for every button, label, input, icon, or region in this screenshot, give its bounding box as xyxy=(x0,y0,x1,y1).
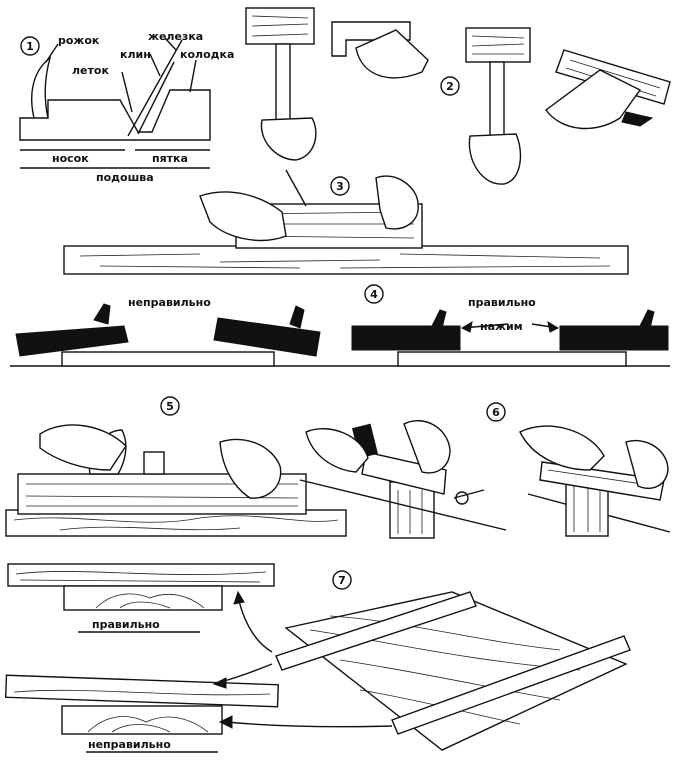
plane-4-wrong-right-horn xyxy=(289,305,305,329)
figure-2-number-circle xyxy=(440,76,460,96)
mallet-handle-2 xyxy=(489,61,505,143)
hand-5-left xyxy=(39,424,127,471)
figure-5-number-circle xyxy=(160,396,180,416)
plane-4-right-right xyxy=(559,325,669,351)
mallet-handle-1 xyxy=(275,43,291,127)
figure-1-plane-anatomy: 1 рожок железка клин леток колодка носок… xyxy=(19,30,234,184)
figure-7-number: 7 xyxy=(338,574,346,587)
vise-post xyxy=(389,481,435,539)
figure-3-number: 3 xyxy=(336,180,344,193)
figure-2-number: 2 xyxy=(446,80,454,93)
hand-holding-plane-2 xyxy=(545,69,642,130)
plane-block-outline xyxy=(19,89,211,141)
label-podoshva: подошва xyxy=(96,171,154,184)
figure-6-edge-planing: 6 xyxy=(486,402,671,537)
hand-5-right xyxy=(219,438,282,499)
winding-stick-front xyxy=(391,635,631,735)
label-rozhok: рожок xyxy=(58,34,100,47)
plane-wedge xyxy=(137,61,175,135)
label-fig7-wrong: неправильно xyxy=(88,738,171,751)
figure-6-number-circle xyxy=(486,402,506,422)
figure-5-jointer-and-vise: 5 xyxy=(5,396,507,539)
arrow-to-wrong-top xyxy=(219,663,273,683)
left-hand-3 xyxy=(199,191,287,242)
label-fig4-press: нажим xyxy=(480,320,523,333)
right-hand-3 xyxy=(375,175,419,230)
hand-6-left xyxy=(519,425,605,471)
hand-holding-plane-1 xyxy=(355,29,429,79)
figure-4-number-circle xyxy=(364,284,384,304)
plane-iron-blade xyxy=(621,111,654,127)
plane-4-wrong-left xyxy=(15,325,129,357)
figure-5-number: 5 xyxy=(166,400,174,413)
plane-horn xyxy=(31,56,52,119)
figure-6-number: 6 xyxy=(492,406,500,419)
label-klin: клин xyxy=(120,48,151,61)
hand-holding-mallet-1 xyxy=(260,117,317,161)
label-fig4-wrong: неправильно xyxy=(128,296,211,309)
board-section-correct xyxy=(63,585,223,611)
winding-stick-back xyxy=(275,591,477,671)
figure-4-pressure: 4 неправильно правильно нажим xyxy=(10,284,670,367)
figure-4-number: 4 xyxy=(370,288,378,301)
hand-holding-mallet-2 xyxy=(468,133,522,185)
label-fig4-right: правильно xyxy=(468,296,536,309)
board-3 xyxy=(63,245,629,275)
hand-5b-right xyxy=(403,420,451,474)
label-zhelezka: железка xyxy=(148,30,203,43)
label-kolodka: колодка xyxy=(180,48,234,61)
plane-4-right-left xyxy=(351,325,461,351)
figure-3-planing-board: 3 xyxy=(63,169,629,275)
figure-7-number-circle xyxy=(332,570,352,590)
figure-7-winding-sticks: 7 правильно неправильно xyxy=(4,563,631,753)
stick-top-correct xyxy=(7,563,275,587)
figure-1-number-circle xyxy=(20,36,40,56)
arrow-to-correct xyxy=(237,595,273,653)
hand-5b-left xyxy=(305,428,369,473)
label-pyatka: пятка xyxy=(152,152,188,165)
figure-1-number: 1 xyxy=(26,40,34,53)
bench-edge-5 xyxy=(299,479,507,531)
vise-screw-knob xyxy=(455,491,469,505)
label-fig7-right: правильно xyxy=(92,618,160,631)
jointer-wedge xyxy=(143,451,165,475)
figure-3-number-circle xyxy=(330,176,350,196)
board-4-wrong xyxy=(61,351,275,367)
stick-top-wrong xyxy=(4,674,280,708)
label-letok: леток xyxy=(72,64,109,77)
plane-iron xyxy=(127,39,183,137)
vise-screw xyxy=(453,489,485,499)
plane-4-wrong-left-horn xyxy=(93,303,111,325)
hand-6-right xyxy=(625,440,669,489)
plane-iron-3 xyxy=(285,169,307,207)
label-nosok: носок xyxy=(52,152,89,165)
board-4-right xyxy=(397,351,627,367)
plane-6 xyxy=(539,461,665,501)
figure-2-adjusting-iron: 2 xyxy=(245,7,671,185)
plane-held-1 xyxy=(331,21,411,57)
arrow-to-wrong-bottom xyxy=(225,721,393,728)
plane-4-wrong-right xyxy=(213,317,321,357)
mallet-head-1 xyxy=(245,7,315,45)
